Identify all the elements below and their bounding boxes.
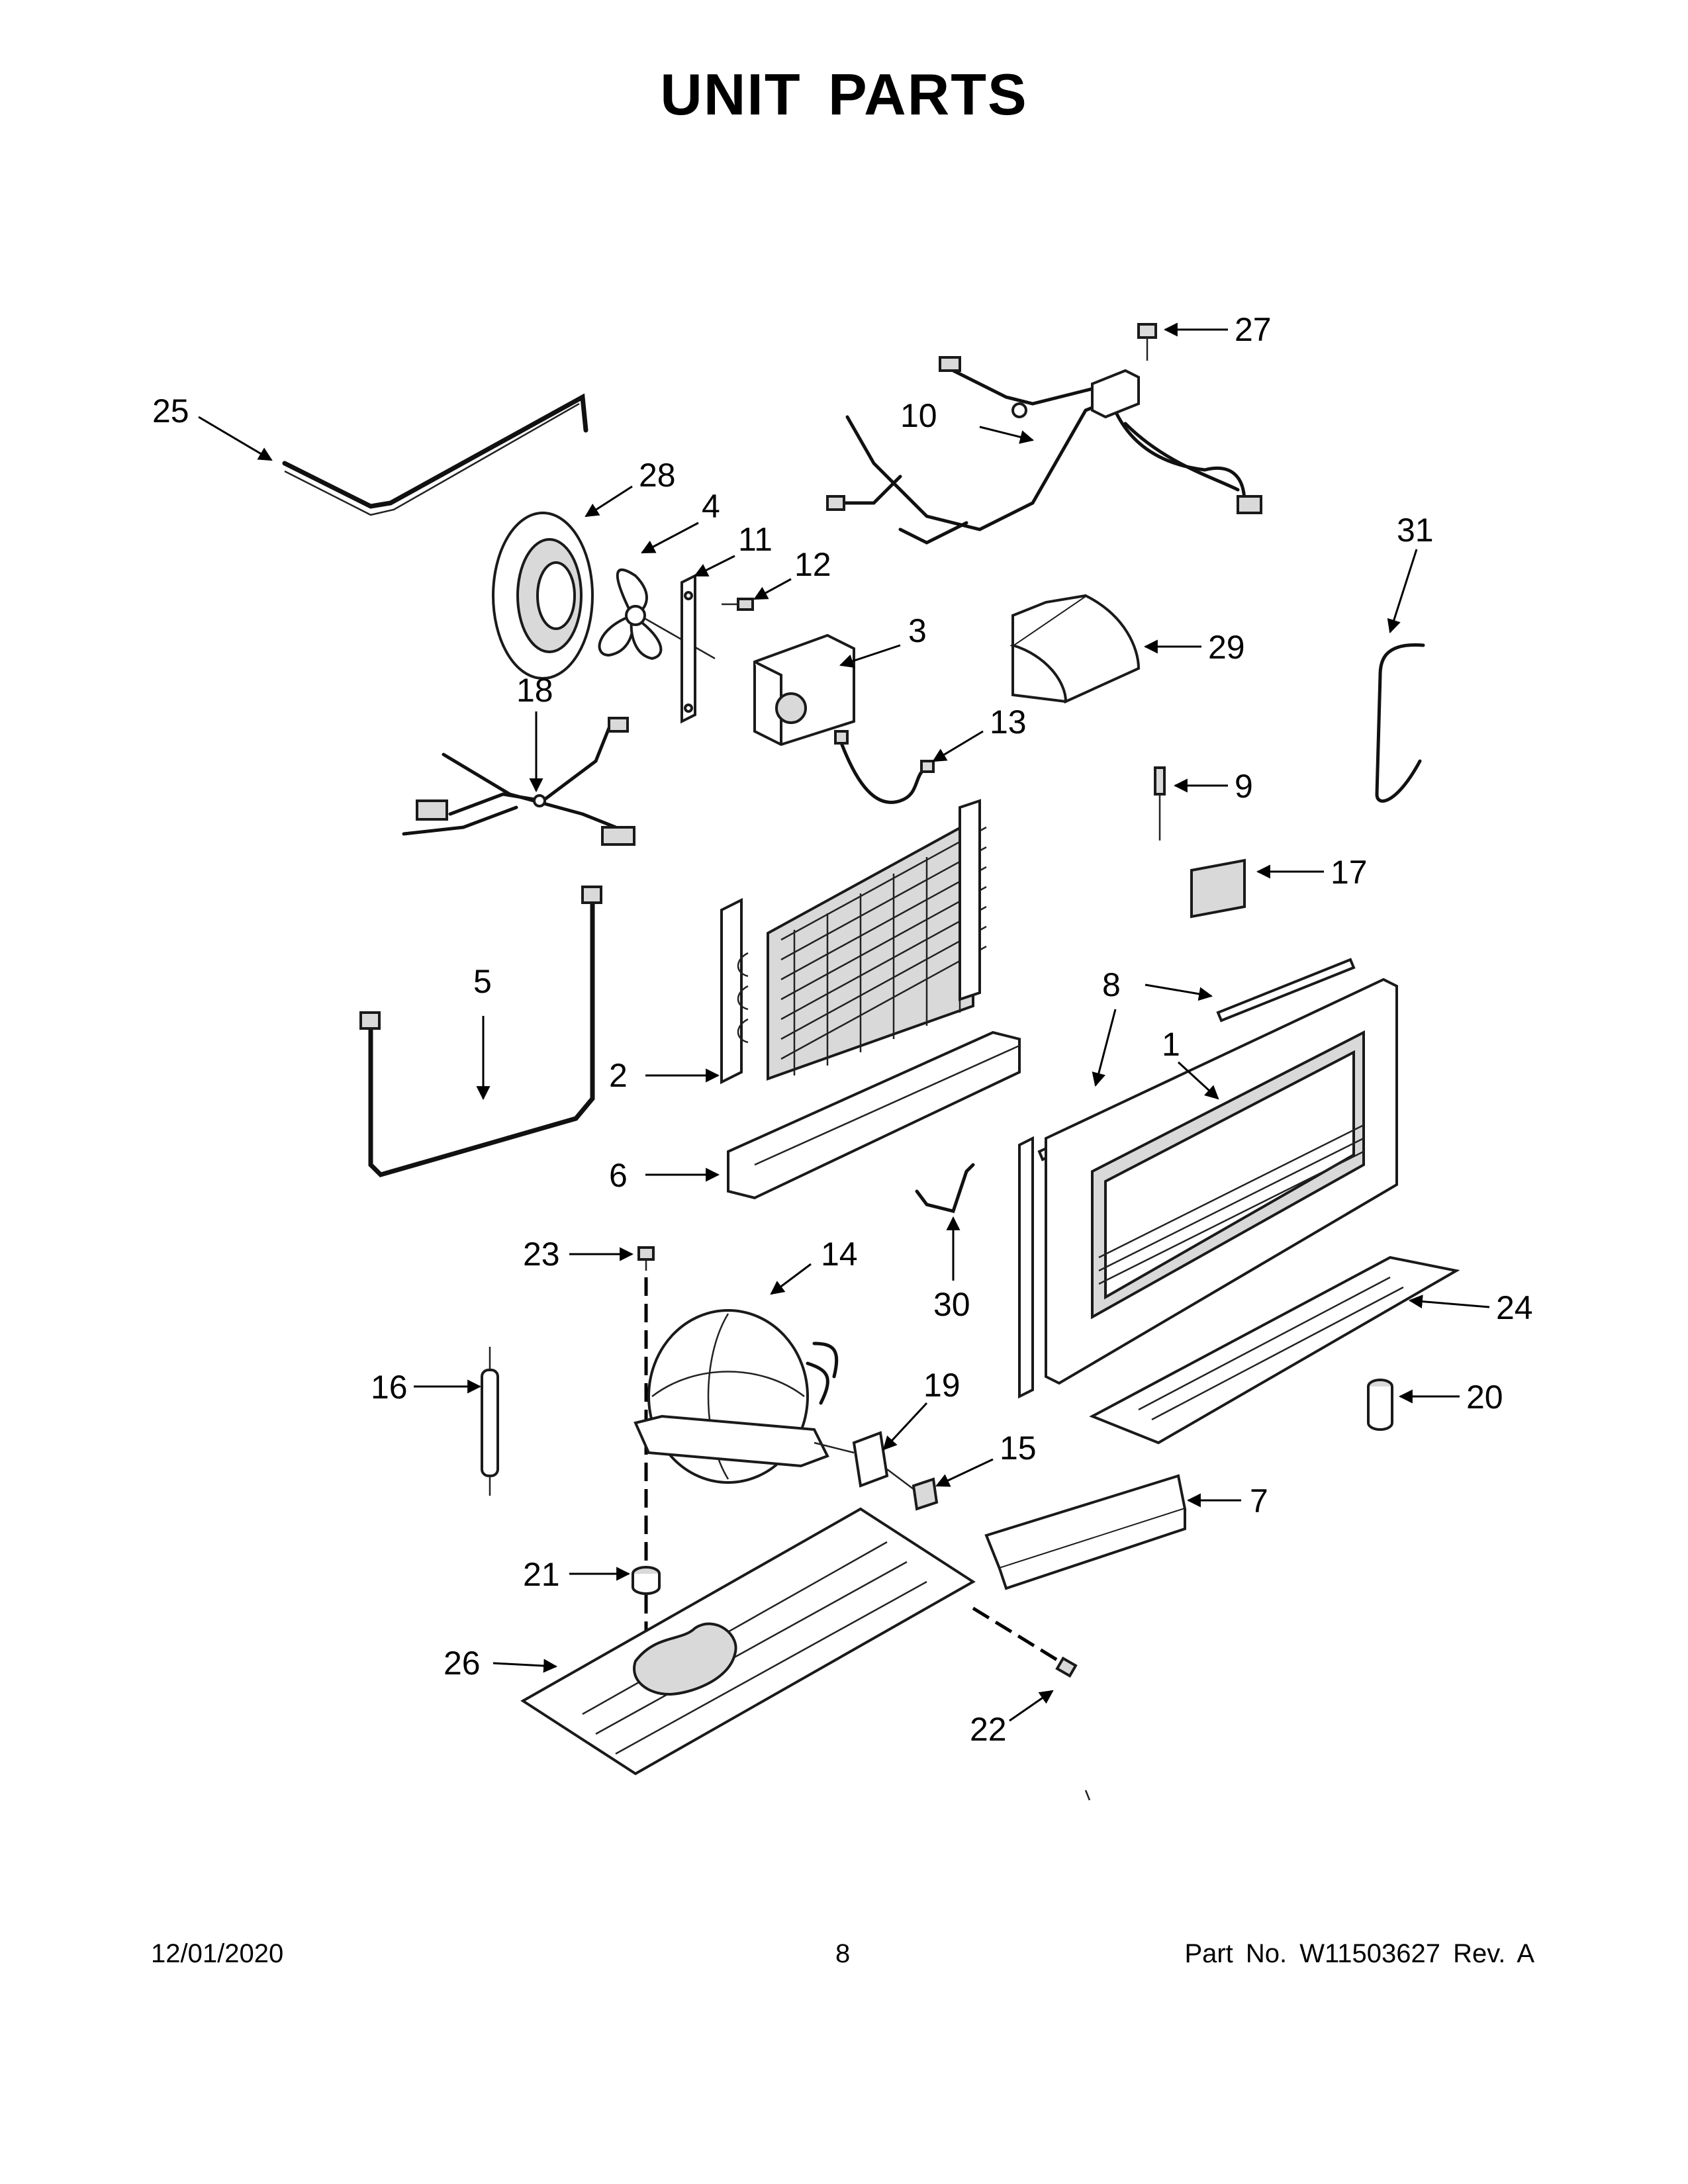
callout-7: 7	[1250, 1482, 1268, 1520]
callout-17: 17	[1331, 854, 1368, 891]
callout-16: 16	[371, 1369, 408, 1406]
part-9-thermistor	[1154, 766, 1166, 841]
callout-22: 22	[970, 1711, 1007, 1748]
callout-15: 15	[1000, 1430, 1037, 1467]
part-13-harness	[834, 730, 935, 804]
part-30-clip	[915, 1163, 975, 1213]
callout-1: 1	[1162, 1026, 1180, 1063]
assembly-line-screw	[972, 1606, 1060, 1663]
callout-4: 4	[702, 488, 720, 525]
callout-26: 26	[444, 1645, 481, 1682]
part-21-grommet	[632, 1566, 661, 1595]
callout-30: 30	[933, 1286, 970, 1323]
part-14-compressor	[633, 1309, 839, 1484]
callout-25: 25	[152, 392, 189, 430]
callout-28: 28	[639, 457, 676, 494]
part-23-bolt	[637, 1246, 655, 1271]
callout-9: 9	[1235, 768, 1253, 805]
callout-31: 31	[1397, 512, 1434, 549]
part-26-base-plate	[520, 1507, 976, 1776]
callout-leaders	[198, 322, 1490, 1722]
stray-mark	[1084, 1790, 1091, 1801]
callout-20: 20	[1466, 1379, 1503, 1416]
callout-11: 11	[738, 521, 773, 558]
callout-13: 13	[990, 704, 1027, 741]
footer-page-number: 8	[835, 1939, 851, 1968]
part-28-fan-shroud	[492, 512, 594, 680]
part-19-relay	[814, 1431, 889, 1488]
callout-24: 24	[1496, 1289, 1533, 1326]
part-3-fan-motor	[753, 633, 855, 747]
callout-14: 14	[821, 1236, 858, 1273]
part-22-screw	[1055, 1656, 1078, 1678]
footer-part-number: Part No. W11503627 Rev. A	[1184, 1939, 1534, 1968]
callout-29: 29	[1208, 629, 1245, 666]
callout-21: 21	[523, 1556, 560, 1593]
part-20-grommet	[1367, 1379, 1393, 1431]
callout-2: 2	[609, 1057, 628, 1094]
part-29-cover	[1009, 594, 1141, 704]
page-title: UNIT PARTS	[660, 62, 1028, 127]
callout-12: 12	[794, 546, 831, 583]
callout-19: 19	[923, 1367, 961, 1404]
part-10-wire-harness	[826, 356, 1262, 545]
part-5-defrost-heater	[359, 886, 602, 1177]
callout-18: 18	[516, 672, 553, 709]
part-17-pad	[1190, 858, 1246, 919]
callout-5: 5	[473, 963, 492, 1000]
callout-labels: 25 28 4 11 12 3 10 27 29 31 13 18 9 17 8…	[152, 311, 1533, 1748]
part-18-wire-harness	[402, 717, 635, 846]
callout-10: 10	[900, 397, 937, 434]
part-7-drain-pan	[984, 1474, 1187, 1590]
part-1-condenser	[1018, 978, 1398, 1399]
footer-date: 12/01/2020	[151, 1939, 284, 1968]
part-25-tube	[282, 393, 588, 516]
part-4-fan-blade	[598, 569, 716, 660]
callout-3: 3	[908, 612, 927, 649]
part-27-screw	[1137, 323, 1157, 361]
part-16-drier	[481, 1347, 499, 1496]
part-15-cover	[886, 1469, 939, 1511]
part-24-grille	[1089, 1255, 1460, 1445]
callout-6: 6	[609, 1157, 628, 1194]
part-31-wire	[1375, 643, 1425, 803]
callout-23: 23	[523, 1236, 560, 1273]
callout-27: 27	[1235, 311, 1272, 348]
part-11-bracket	[680, 573, 696, 724]
callout-8: 8	[1102, 966, 1121, 1003]
part-2-evaporator	[720, 799, 987, 1085]
part-6-drain-trough	[727, 1030, 1021, 1200]
part-12-screw	[722, 598, 754, 611]
